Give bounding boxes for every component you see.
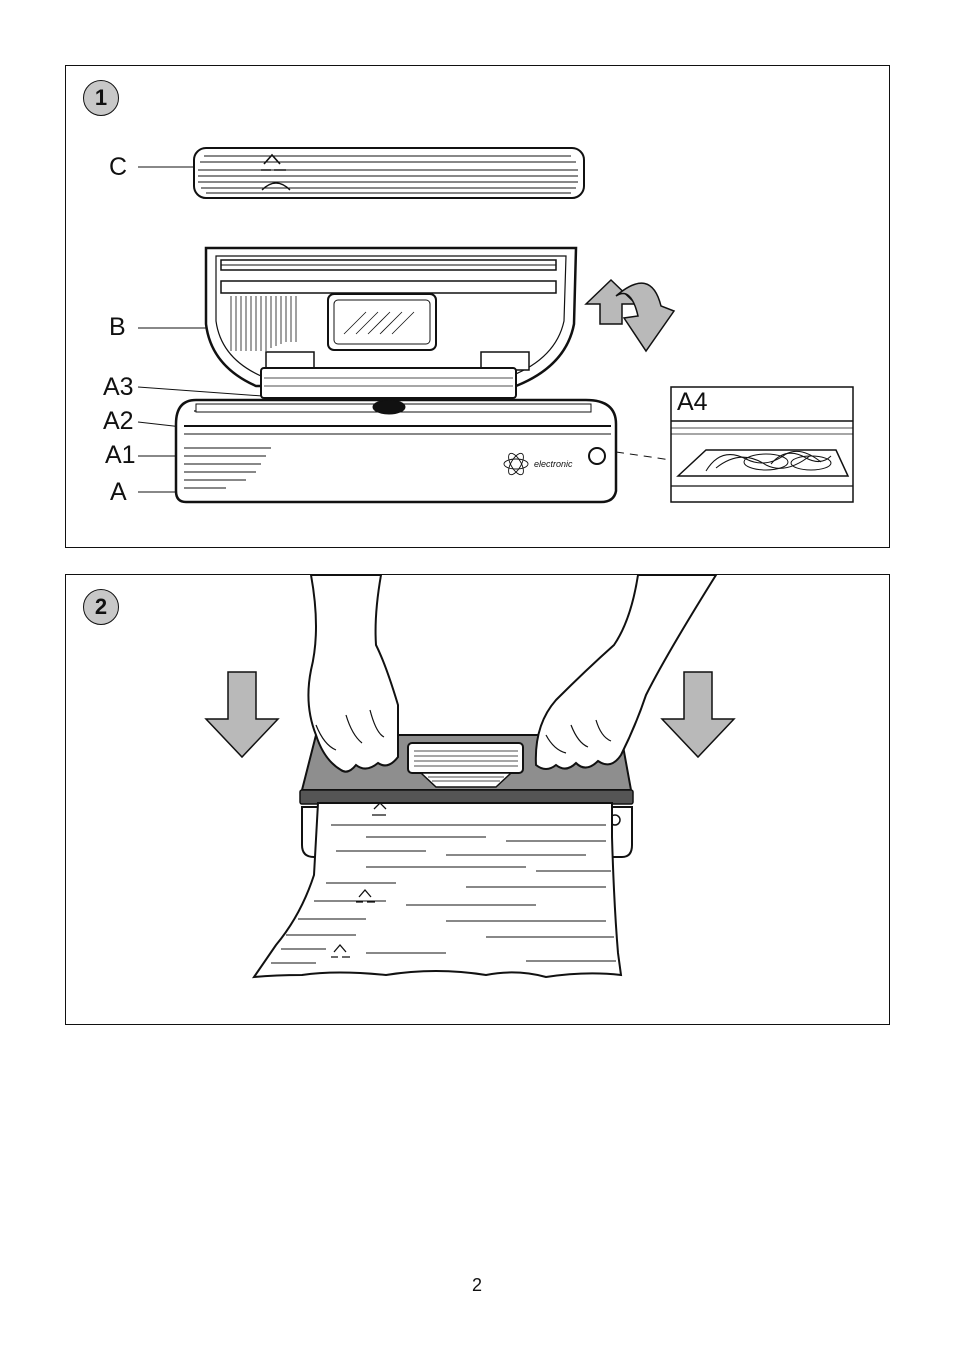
press-down-arrow-right-icon [662, 672, 734, 757]
page-number: 2 [0, 1275, 954, 1296]
cutter-bar-A3 [261, 368, 516, 398]
vacuum-port [373, 400, 405, 414]
press-down-arrow-left-icon [206, 672, 278, 757]
rotate-arrow-icon [586, 280, 674, 351]
vacuum-sealer-illustration: electronic [66, 66, 891, 549]
lid-B [206, 248, 576, 386]
figure-2-panel: 2 [65, 574, 890, 1025]
label-A4: A4 [677, 390, 708, 415]
foil-roll-C [194, 148, 584, 198]
base-unit-A [176, 400, 616, 502]
sealing-illustration [66, 575, 891, 1026]
device-brand-text: electronic [534, 459, 573, 469]
figure-1-panel: 1 C B A3 A2 A1 A [65, 65, 890, 548]
start-button-A1 [589, 448, 605, 464]
